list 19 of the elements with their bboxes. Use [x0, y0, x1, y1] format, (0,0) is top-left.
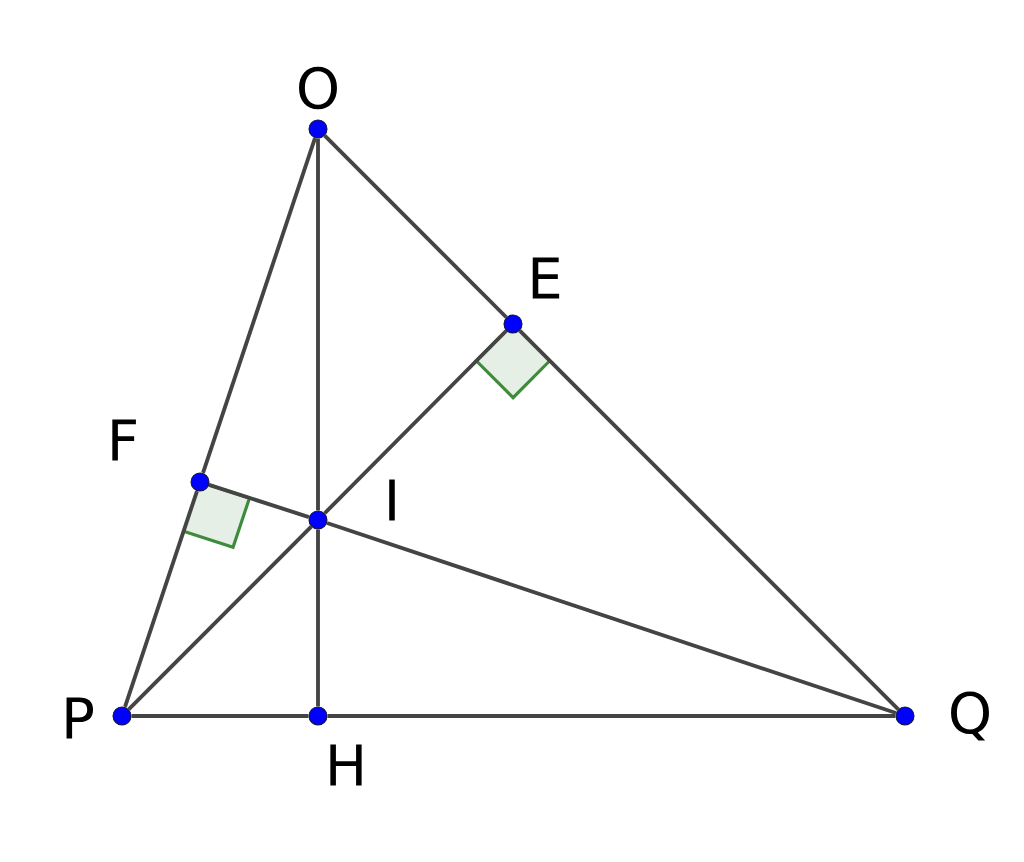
point-label: E [532, 257, 560, 299]
point-label: O [299, 66, 337, 110]
line-segment [518, 329, 900, 711]
point-label: H [330, 744, 362, 786]
line-segment [327, 714, 896, 718]
line-segment [208, 483, 310, 519]
point-label: Q [951, 691, 989, 741]
point-label: P [66, 697, 93, 739]
line-segment [123, 490, 199, 708]
line-segment [323, 134, 508, 319]
line-segment [316, 529, 320, 707]
line-segment [127, 525, 313, 711]
point-label: I [389, 479, 395, 521]
line-segment [326, 521, 897, 715]
line-segment [323, 329, 508, 515]
line-segment [316, 138, 320, 511]
point-label: F [112, 419, 136, 461]
line-segment [131, 714, 309, 718]
line-segment [201, 137, 317, 474]
